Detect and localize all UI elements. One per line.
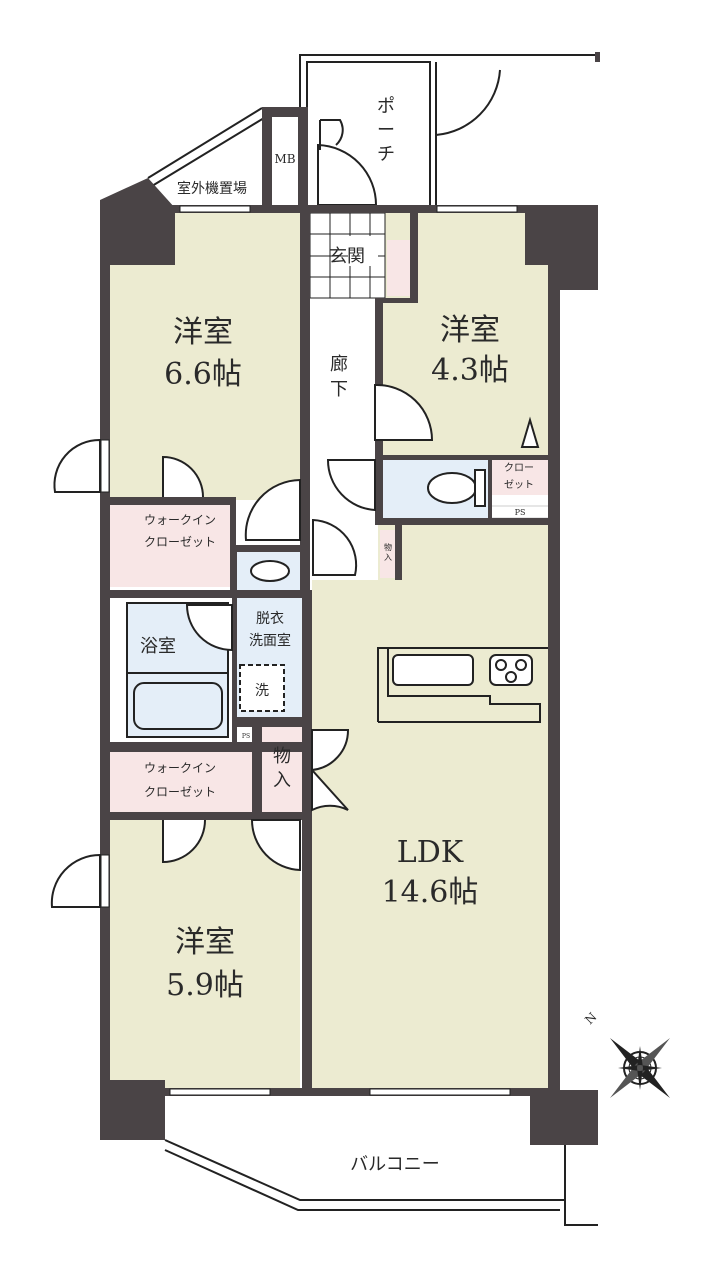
closet-label-2: ゼット [504, 479, 534, 491]
storage-large-label-2: 入 [273, 770, 291, 791]
wic2-label-1: ウォークイン [144, 761, 216, 775]
door-room3[interactable] [250, 819, 301, 872]
door-ldk[interactable] [312, 518, 358, 576]
porch-label-3: チ [377, 144, 395, 165]
compass-north-label: N [582, 1010, 599, 1027]
door-room1-outside[interactable] [53, 438, 101, 493]
wic1-label-2: クローゼット [144, 535, 216, 549]
washer-label: 洗 [255, 683, 269, 699]
outdoor-unit-label: 室外機置場 [177, 180, 247, 197]
room3-name: 洋室 [175, 925, 235, 960]
ps-label-2: PS [242, 733, 250, 740]
compass-icon [610, 1038, 670, 1098]
porch-label-1: ポ [377, 96, 395, 117]
washer-space [239, 664, 285, 712]
porch-label-2: ー [377, 120, 395, 141]
storage-large [262, 727, 302, 812]
shoe-closet [387, 240, 412, 296]
entrance-door[interactable] [317, 143, 378, 206]
corridor-label-2: 下 [330, 379, 348, 400]
sink-icon [250, 560, 290, 582]
washroom-label-1: 脱衣 [256, 611, 284, 627]
balcony: バルコニー [164, 1139, 598, 1226]
ldk-name: LDK [397, 835, 464, 870]
door-toilet[interactable] [326, 459, 376, 512]
room3-size: 5.9帖 [166, 968, 244, 1003]
door-wic1[interactable] [162, 455, 204, 498]
ps-label-1: PS [515, 508, 526, 517]
windows [100, 205, 518, 1096]
door-room3-outside[interactable] [50, 853, 101, 908]
mb-door[interactable] [319, 119, 344, 150]
ldk-room [312, 525, 548, 1088]
storage-small-label-1: 物 [384, 542, 392, 552]
outdoor-unit-area: 室外機置場 MB [147, 107, 308, 207]
balcony-label: バルコニー [350, 1154, 440, 1175]
bathtub-icon [133, 682, 223, 730]
doors[interactable] [50, 383, 540, 908]
closet-door[interactable] [520, 416, 540, 448]
door-room1[interactable] [244, 478, 301, 541]
entrance-label: 玄関 [329, 246, 365, 267]
walk-in-closet-2 [110, 752, 252, 812]
room2-size: 4.3帖 [431, 353, 509, 388]
entrance-tiles: 玄関 [309, 212, 412, 299]
wic2-label-2: クローゼット [144, 785, 216, 799]
door-wic2[interactable] [162, 819, 206, 864]
bath-label: 浴室 [140, 636, 176, 657]
storage-small [380, 530, 395, 578]
walk-in-closet-1 [110, 505, 230, 587]
storage-large-label-1: 物 [273, 746, 291, 767]
washroom-label-2: 洗面室 [249, 632, 291, 649]
room2-name: 洋室 [440, 313, 500, 348]
door-room2[interactable] [374, 383, 434, 441]
closet-label-1: クロー [504, 462, 534, 474]
kitchen-sink-icon [392, 654, 474, 686]
room1-size: 6.6帖 [164, 357, 242, 392]
storage-small-label-2: 入 [384, 553, 392, 562]
walls [100, 178, 598, 1145]
toilet-icon [427, 472, 477, 504]
corridor-label-1: 廊 [330, 354, 348, 375]
kitchen-counter [377, 647, 548, 723]
door-storage[interactable] [311, 729, 350, 812]
mb-label: MB [274, 152, 295, 166]
western-room-3 [110, 820, 300, 1088]
wic1-label-1: ウォークイン [144, 513, 216, 527]
room1-name: 洋室 [173, 315, 233, 350]
closet [490, 458, 548, 495]
ldk-size: 14.6帖 [382, 875, 479, 910]
door-bath[interactable] [185, 604, 233, 652]
